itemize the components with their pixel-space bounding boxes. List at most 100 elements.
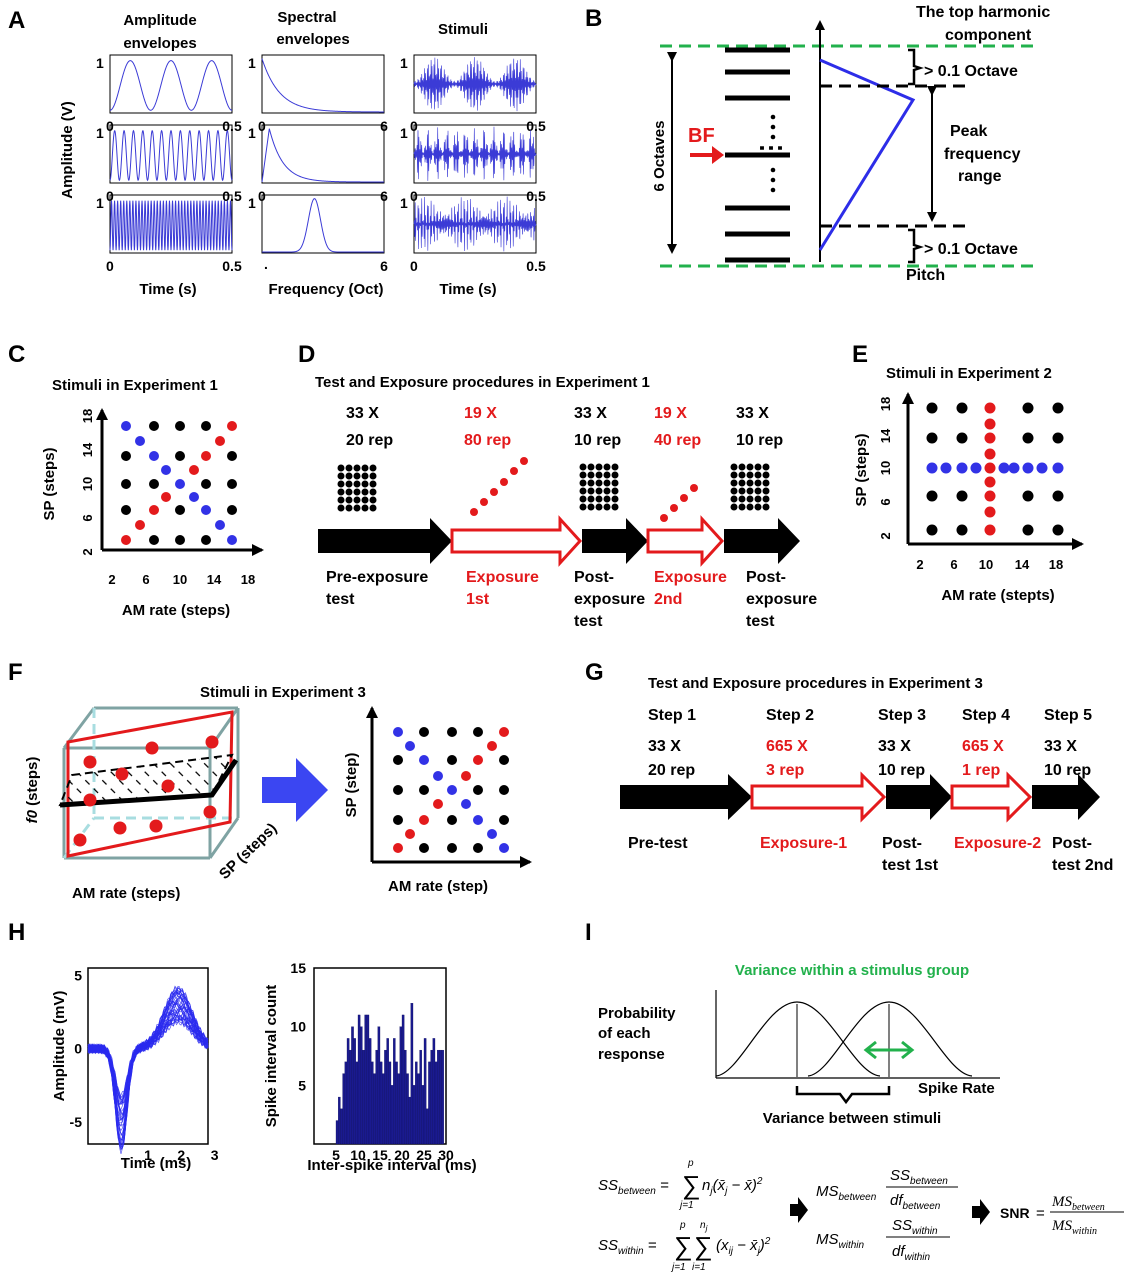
b-dots-upper: ⋮: [757, 135, 787, 161]
e-dot: [1022, 402, 1034, 414]
d-grid-dot: [746, 503, 754, 511]
h-ylabel: Amplitude (mV): [51, 991, 68, 1102]
d-grid-dot: [345, 504, 353, 512]
f-dot-red-extra: [461, 771, 471, 781]
d-grid-dot: [746, 479, 754, 487]
h-hist-xtick: 30: [438, 1147, 454, 1163]
d-grid-dot: [754, 471, 762, 479]
c-dot: [121, 505, 131, 515]
h-waveforms: [87, 985, 209, 1154]
f-dot: [393, 785, 403, 795]
h-hist-bar: [366, 1014, 370, 1145]
panel-letter-h: H: [8, 919, 25, 946]
d-grid-dot: [579, 463, 587, 471]
c-dot: [175, 451, 185, 461]
d-label-line: Exposure: [654, 569, 727, 586]
eq-frac2-num: SSwithin: [892, 1217, 938, 1237]
e-ytick: 6: [878, 498, 893, 505]
h-hist-bar: [371, 1061, 374, 1145]
f-dot: [447, 815, 457, 825]
c-xtick: 6: [142, 572, 149, 587]
g-count-n: 33 X: [878, 738, 911, 755]
g-step: Step 1: [648, 707, 696, 724]
f-cube-dot: [73, 833, 87, 847]
a-ylabel: Amplitude (V): [59, 101, 76, 199]
h-hist-bar: [368, 1038, 372, 1145]
a-xlabel-1: Time (s): [139, 281, 196, 298]
f-dot: [419, 843, 429, 853]
f-cube-dot: [113, 821, 127, 835]
a-col-title-2a: Spectral: [277, 9, 336, 26]
h-hist-bar: [340, 1108, 343, 1145]
d-grid-dot: [746, 471, 754, 479]
a-plot-frame: [261, 54, 385, 114]
d-grid-dot: [353, 488, 361, 496]
h-hist-xtick: 10: [350, 1147, 366, 1163]
f-dot: [499, 755, 509, 765]
b-harmonic-bars: [725, 47, 790, 263]
panel-a: Amplitude envelopes Spectral envelopes S…: [59, 9, 497, 298]
c-ytick: 6: [80, 514, 95, 521]
f-dot: [473, 815, 483, 825]
d-label-line: Post-: [746, 569, 786, 586]
a-tick-one: 1: [400, 55, 408, 71]
panel-letter-b: B: [585, 5, 602, 32]
panel-f: Stimuli in Experiment 3 f0 (steps) AM ra…: [24, 684, 532, 902]
h-hist-bar: [426, 1108, 429, 1145]
d-grid-dot: [730, 463, 738, 471]
c-dot: [201, 421, 211, 431]
f-dot: [473, 785, 483, 795]
e-xtick: 6: [950, 557, 957, 572]
f-title: Stimuli in Experiment 3: [200, 684, 366, 701]
c-dot: [227, 421, 237, 431]
d-label-line: 1st: [466, 591, 490, 608]
i-between-brace: [795, 1086, 891, 1105]
h-xtick: 2: [177, 1147, 185, 1163]
panel-g: Test and Exposure procedures in Experime…: [620, 675, 1113, 874]
d-grid-dot: [587, 495, 595, 503]
d-grid-dot: [337, 480, 345, 488]
g-label-line: Exposure-2: [954, 835, 1041, 852]
c-dot: [201, 535, 211, 545]
eq-arrow-1: [790, 1197, 808, 1223]
d-grid-dot: [754, 487, 762, 495]
d-grid-dot: [603, 487, 611, 495]
h-xtick: 1: [144, 1147, 152, 1163]
d-grid-dot: [361, 488, 369, 496]
eq-sum3: ∑: [694, 1231, 713, 1261]
b-dots: [770, 114, 776, 193]
c-dot: [121, 535, 131, 545]
c-dot-blue-extra: [215, 520, 225, 530]
a-col-title-1a: Amplitude: [123, 12, 196, 29]
h-waveform: [87, 1015, 209, 1100]
d-grid-dot: [361, 480, 369, 488]
a-col-title-2b: envelopes: [276, 31, 349, 48]
f-dot: [473, 727, 483, 737]
g-arrow-5: [1032, 774, 1100, 820]
d-label-line: test: [574, 613, 603, 630]
h-hist-ytick: 10: [290, 1019, 306, 1035]
h-waveform: [87, 998, 209, 1126]
h-hist-bars: [335, 1003, 444, 1145]
a-tick-max: 0.5: [526, 258, 546, 274]
d-count-n: 19 X: [464, 405, 497, 422]
a-tick-max: 6: [380, 258, 388, 274]
eq-sum1-bot: j=1: [678, 1200, 694, 1211]
h-hist-bar: [364, 1014, 367, 1145]
panel-c: Stimuli in Experiment 1 SP (steps) AM ra…: [41, 377, 264, 619]
c-dot: [175, 535, 185, 545]
g-arrow-1: [620, 774, 752, 820]
f-hatched-plane: [58, 753, 234, 807]
b-title-2: component: [945, 27, 1032, 44]
f-ylabel: SP (step): [343, 753, 360, 818]
f-cube-dot: [115, 767, 129, 781]
e-dot-blue-extra: [998, 462, 1010, 474]
f-dot: [473, 843, 483, 853]
e-dot: [1022, 462, 1034, 474]
h-hist-bar: [406, 1073, 409, 1145]
e-dot: [926, 490, 938, 502]
f-dot-blue-extra: [461, 799, 471, 809]
d-count-rep: 20 rep: [346, 432, 393, 449]
